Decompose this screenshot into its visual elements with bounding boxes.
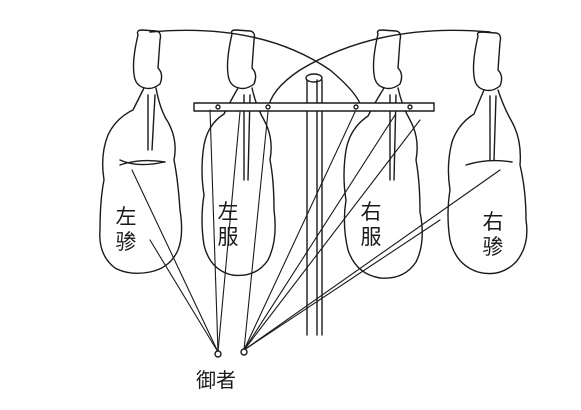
yoke-bar: [193, 102, 435, 112]
label-driver: 御者: [196, 368, 236, 392]
label-right-outer-horse: 右 骖: [480, 210, 506, 260]
label-right-outer-line2: 骖: [482, 235, 504, 259]
driver-hands: [214, 348, 248, 358]
label-left-inner-line1: 左: [217, 200, 239, 224]
label-left-outer-line2: 骖: [115, 230, 137, 254]
horse-left-outer: [99, 29, 183, 275]
label-right-inner-line1: 右: [360, 200, 382, 224]
reins: [131, 109, 501, 353]
rein-arcs: [149, 29, 491, 111]
label-right-inner-line2: 服: [360, 225, 382, 249]
chariot-shaft: [305, 73, 323, 336]
label-left-outer-line1: 左: [115, 205, 137, 229]
label-left-inner-line2: 服: [217, 225, 239, 249]
label-left-inner-horse: 左 服: [215, 200, 241, 250]
label-right-inner-horse: 右 服: [358, 200, 384, 250]
label-right-outer-line1: 右: [482, 210, 504, 234]
horse-right-outer: [447, 31, 528, 275]
label-left-outer-horse: 左 骖: [113, 205, 139, 255]
